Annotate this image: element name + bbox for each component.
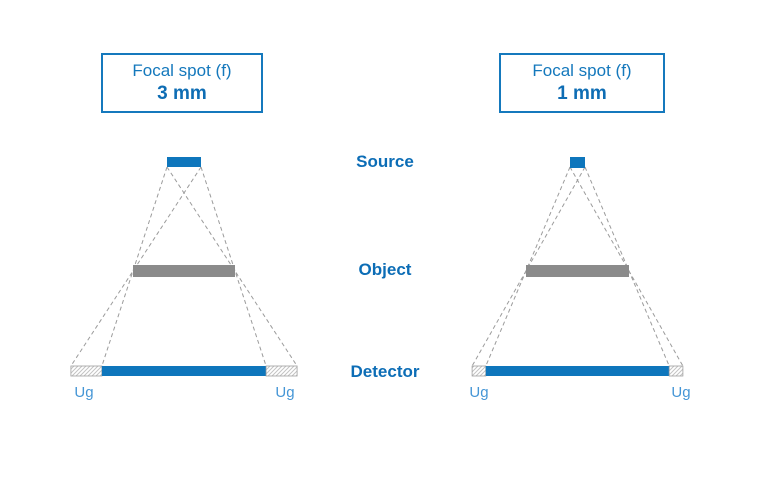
label-object: Object	[358, 260, 412, 279]
detector-bar	[485, 366, 670, 376]
focal-spot-box-1mm: Focal spot (f) 1 mm	[499, 53, 665, 113]
label-source: Source	[356, 152, 414, 171]
penumbra-hatch-region	[471, 365, 487, 377]
object-bar	[526, 265, 629, 277]
focal-spot-box-title: Focal spot (f)	[132, 61, 232, 81]
detector-bar	[101, 366, 267, 376]
penumbra-hatch-region	[668, 365, 684, 377]
ray-line	[70, 166, 202, 367]
object-bar	[133, 265, 235, 277]
ug-label: Ug	[671, 384, 690, 401]
penumbra-hatch-region	[265, 365, 298, 377]
label-detector: Detector	[350, 362, 420, 381]
focal-spot-box-value: 1 mm	[557, 82, 607, 104]
ug-label: Ug	[469, 384, 488, 401]
penumbra-hatch-region	[70, 365, 103, 377]
focal-spot-box-title: Focal spot (f)	[532, 61, 632, 81]
ray-line	[166, 166, 298, 367]
ug-label: Ug	[275, 384, 294, 401]
focal-spot-box-value: 3 mm	[157, 82, 207, 104]
ug-label: Ug	[74, 384, 93, 401]
source-bar	[570, 157, 585, 168]
focal-spot-box-3mm: Focal spot (f) 3 mm	[101, 53, 263, 113]
source-bar	[167, 157, 201, 167]
